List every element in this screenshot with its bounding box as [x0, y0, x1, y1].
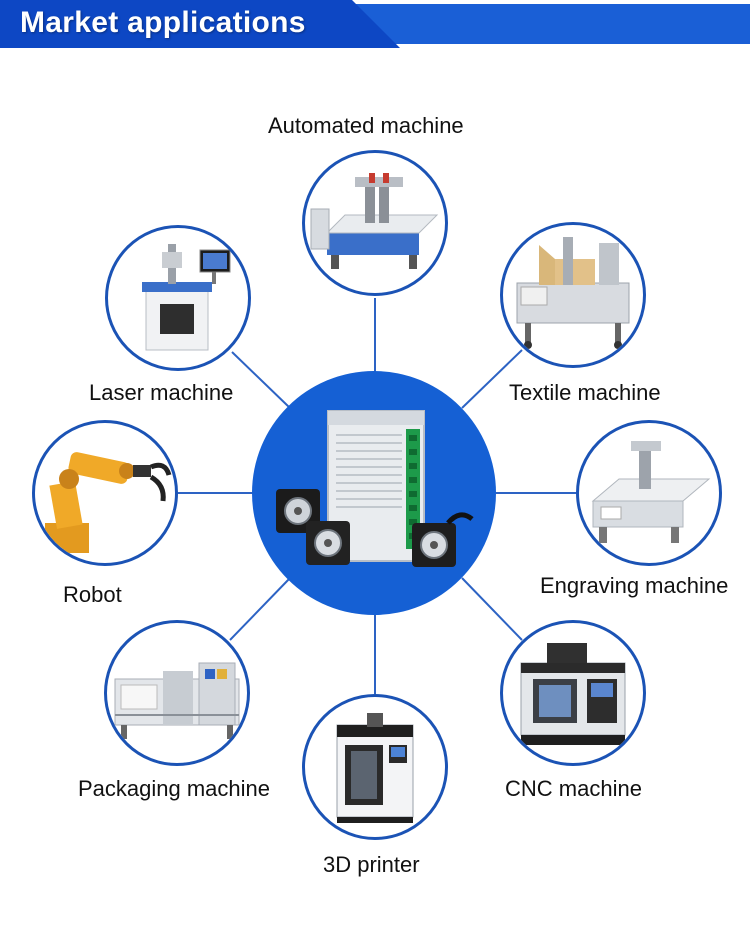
robot-arm-icon — [45, 452, 172, 553]
application-circle-packaging — [104, 620, 250, 766]
label-robot: Robot — [63, 582, 122, 607]
connector-textile — [461, 349, 523, 409]
engraving-machine-icon — [591, 441, 711, 543]
cnc-router-icon — [310, 173, 439, 269]
label-automated-machine: Automated machine — [268, 113, 464, 138]
header-tab — [0, 0, 400, 48]
application-circle-laser — [105, 225, 251, 371]
application-circle-engraving — [576, 420, 722, 566]
application-circle-textile — [500, 222, 646, 368]
application-circle-3d-printer — [302, 694, 448, 840]
packaging-machine-icon — [114, 662, 240, 739]
label-3d-printer: 3D printer — [323, 852, 420, 877]
header-banner: Market applications — [0, 0, 750, 48]
label-laser-machine: Laser machine — [89, 380, 234, 405]
laser-marking-machine-icon — [142, 244, 231, 351]
label-textile-machine: Textile machine — [509, 380, 661, 405]
connector-cnc — [461, 577, 523, 641]
center-product-circle — [252, 371, 496, 615]
application-circle-cnc — [500, 620, 646, 766]
connector-laser — [231, 351, 291, 409]
connector-packaging — [229, 577, 291, 641]
cnc-machining-center-icon — [520, 643, 626, 745]
page-title: Market applications — [20, 6, 306, 39]
application-circle-automated — [302, 150, 448, 296]
application-circle-robot — [32, 420, 178, 566]
label-cnc-machine: CNC machine — [505, 776, 642, 801]
carton-sealer-icon — [516, 237, 630, 349]
stepper-driver-motor-icon — [276, 410, 474, 567]
3d-printer-icon — [336, 713, 414, 823]
label-engraving-machine: Engraving machine — [540, 573, 729, 598]
label-packaging-machine: Packaging machine — [78, 776, 271, 801]
